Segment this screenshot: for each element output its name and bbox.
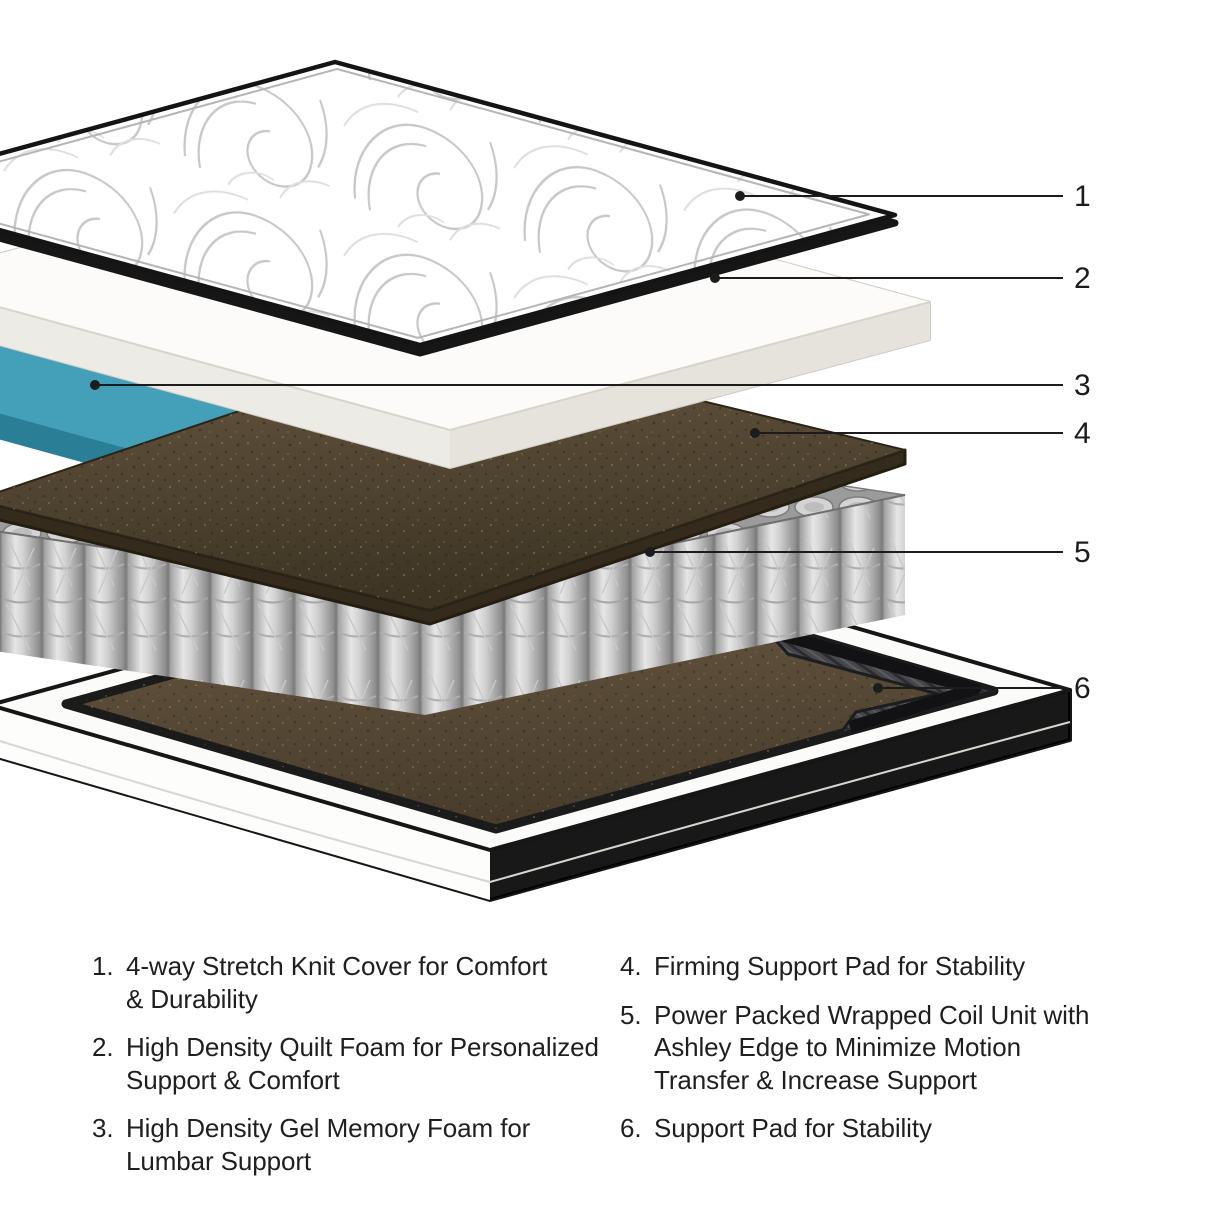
callout-number-1: 1 [1074,180,1091,213]
base-side-left [0,707,490,900]
callout-dot-6 [873,683,883,693]
callouts: 1 2 3 4 5 6 [90,180,1091,705]
legend-column-left: 1. 4-way Stretch Knit Cover for Comfort … [92,950,602,1193]
callout-3: 3 [90,369,1091,402]
callout-6: 6 [873,672,1091,705]
legend-item-6: 6. Support Pad for Stability [620,1112,1100,1145]
legend-item-1: 1. 4-way Stretch Knit Cover for Comfort … [92,950,602,1015]
coil-front-right [425,495,905,715]
legend-item-6-number: 6. [620,1113,642,1143]
quilt-foam-side-left [0,307,450,468]
legend-column-right: 4. Firming Support Pad for Stability 5. … [620,950,1100,1161]
callout-number-4: 4 [1074,417,1091,450]
callout-number-2: 2 [1074,262,1091,295]
legend-item-3-text: High Density Gel Memory Foam for Lumbar … [126,1113,531,1176]
legend-item-4-number: 4. [620,951,642,981]
callout-dot-1 [735,191,745,201]
legend-item-2: 2. High Density Quilt Foam for Personali… [92,1031,602,1096]
base-side-right [490,690,1070,900]
callout-number-5: 5 [1074,536,1091,569]
callout-dot-5 [645,547,655,557]
legend-item-5-number: 5. [620,999,642,1030]
legend-item-4: 4. Firming Support Pad for Stability [620,950,1100,983]
callout-dot-2 [710,273,720,283]
legend-item-2-text: High Density Quilt Foam for Personalized… [126,1032,599,1095]
cover-top-face [0,59,898,348]
legend-item-5-text: Power Packed Wrapped Coil Unit with Ashl… [654,999,1090,1095]
legend-item-1-number: 1. [92,951,114,981]
callout-1: 1 [735,180,1091,213]
legend-item-3-number: 3. [92,1113,114,1143]
callout-number-6: 6 [1074,672,1091,705]
legend-item-1-text: 4-way Stretch Knit Cover for Comfort & D… [126,951,548,1014]
exploded-mattress-illustration: 1 2 3 4 5 6 [0,59,1091,902]
callout-number-3: 3 [1074,369,1091,402]
callout-4: 4 [750,417,1091,450]
legend-item-3: 3. High Density Gel Memory Foam for Lumb… [92,1112,602,1177]
legend-item-4-text: Firming Support Pad for Stability [654,951,1025,981]
callout-2: 2 [710,262,1091,295]
callout-5: 5 [645,536,1091,569]
callout-dot-4 [750,428,760,438]
legend-item-5: 5. Power Packed Wrapped Coil Unit with A… [620,999,1100,1097]
cover-tape-edge [0,68,870,339]
cover-layer [0,59,899,357]
coil-front-left [0,531,425,715]
callout-dot-3 [90,380,100,390]
legend-item-2-number: 2. [92,1032,114,1062]
legend-item-6-text: Support Pad for Stability [654,1113,932,1143]
